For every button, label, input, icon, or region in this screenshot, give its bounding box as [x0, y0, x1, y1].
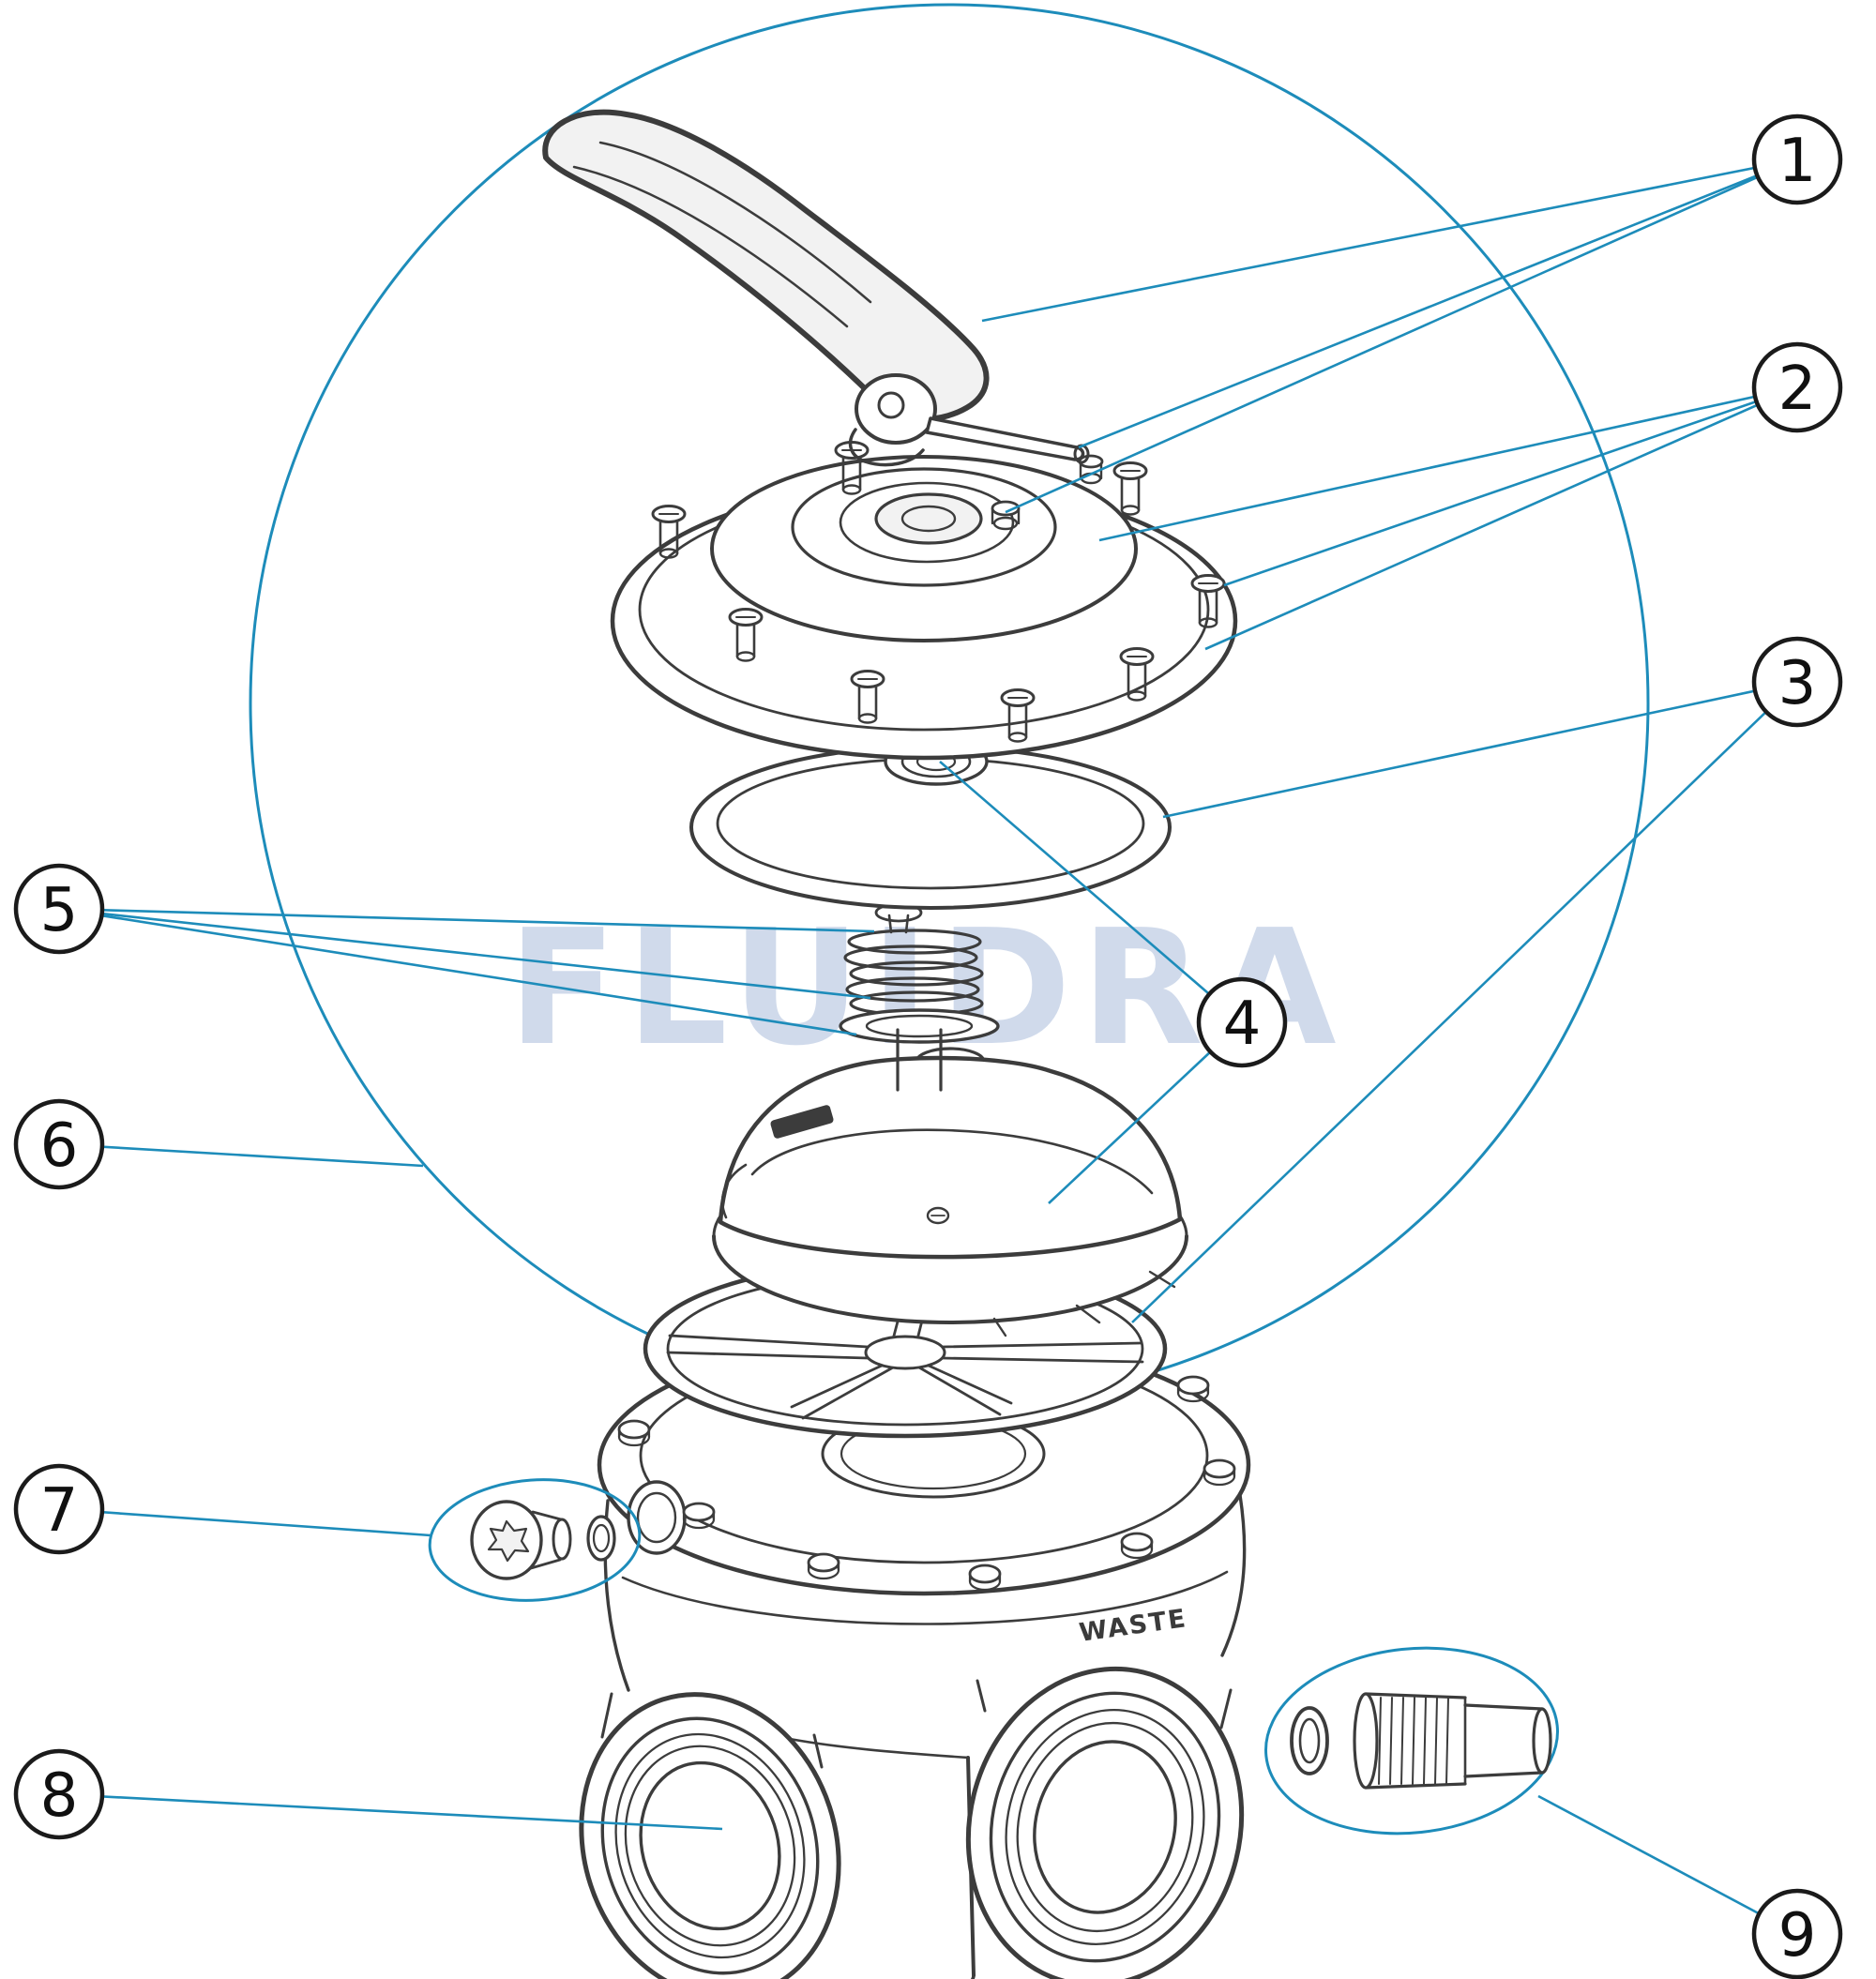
leader-2a — [1098, 385, 1798, 542]
callout-7: 7 — [13, 1463, 105, 1555]
svg-text:5: 5 — [40, 876, 79, 945]
leader-5c — [58, 907, 857, 1036]
left-port — [579, 1692, 841, 1979]
leader-3a — [1162, 680, 1798, 819]
flange-bolt — [1120, 1532, 1154, 1560]
waste-port — [965, 1666, 1245, 1979]
watermark-text: FLUIDRA — [507, 896, 1345, 1081]
cover-screw — [1119, 647, 1155, 702]
leader-lines — [58, 158, 1798, 1936]
cover-screw — [850, 670, 885, 724]
svg-text:8: 8 — [40, 1761, 79, 1831]
cover-screw — [1190, 574, 1226, 628]
svg-text:2: 2 — [1778, 355, 1817, 424]
handle-link-arm — [925, 416, 1085, 461]
plug-washer — [586, 1515, 616, 1562]
torx-recess — [487, 1519, 530, 1563]
leader-6 — [58, 1142, 424, 1168]
leader-5b — [58, 907, 871, 1000]
cover-screw — [1000, 688, 1036, 743]
flange-bolt — [1203, 1458, 1236, 1487]
callout-8: 8 — [13, 1748, 105, 1840]
cover-part — [610, 441, 1238, 761]
leader-1b — [1078, 158, 1798, 449]
leader-7 — [58, 1507, 431, 1537]
leader-8 — [58, 1792, 723, 1831]
fitting-group-ellipse — [1264, 1646, 1559, 1835]
leader-1a — [981, 158, 1798, 323]
plug-group-ellipse — [428, 1478, 642, 1602]
cover-screw — [1112, 461, 1148, 516]
handle-part — [542, 109, 1090, 467]
callout-2: 2 — [1751, 341, 1843, 433]
svg-text:9: 9 — [1778, 1901, 1817, 1971]
callouts: 1 2 3 4 5 6 7 8 — [13, 113, 1843, 1979]
leader-3b — [1131, 681, 1798, 1323]
cover-screw — [728, 608, 764, 662]
fitting-oring — [1290, 1706, 1329, 1775]
leader-9 — [1537, 1794, 1798, 1936]
leader-2c — [1204, 385, 1798, 651]
svg-text:1: 1 — [1778, 127, 1817, 196]
drain-plug-part — [428, 1478, 642, 1602]
callout-3: 3 — [1751, 636, 1843, 728]
cover-screw — [651, 505, 687, 559]
callout-9: 9 — [1751, 1888, 1843, 1979]
leader-4a — [939, 761, 1243, 1023]
svg-text:4: 4 — [1223, 990, 1262, 1059]
callout-4: 4 — [1196, 976, 1288, 1068]
svg-text:7: 7 — [40, 1476, 79, 1546]
flange-bolt — [968, 1564, 1002, 1592]
callout-6: 6 — [13, 1098, 105, 1190]
molded-label — [770, 1105, 834, 1139]
leader-1c — [1005, 158, 1798, 514]
svg-text:6: 6 — [40, 1111, 79, 1181]
flange-bolt — [682, 1502, 716, 1530]
union-fitting-part — [1264, 1646, 1559, 1835]
valve-body-part: WASTE — [579, 1334, 1251, 1979]
svg-text:3: 3 — [1778, 649, 1817, 718]
flange-bolt — [617, 1419, 651, 1447]
flange-bolt — [1176, 1375, 1210, 1403]
leader-2b — [1223, 385, 1798, 587]
lid-gasket-part — [689, 737, 1172, 910]
leader-5a — [58, 907, 875, 933]
callout-1: 1 — [1751, 113, 1843, 205]
flange-bolt — [807, 1552, 840, 1580]
handle-pin — [991, 500, 1021, 531]
distributor-part — [712, 1047, 1188, 1337]
callout-5: 5 — [13, 863, 105, 955]
